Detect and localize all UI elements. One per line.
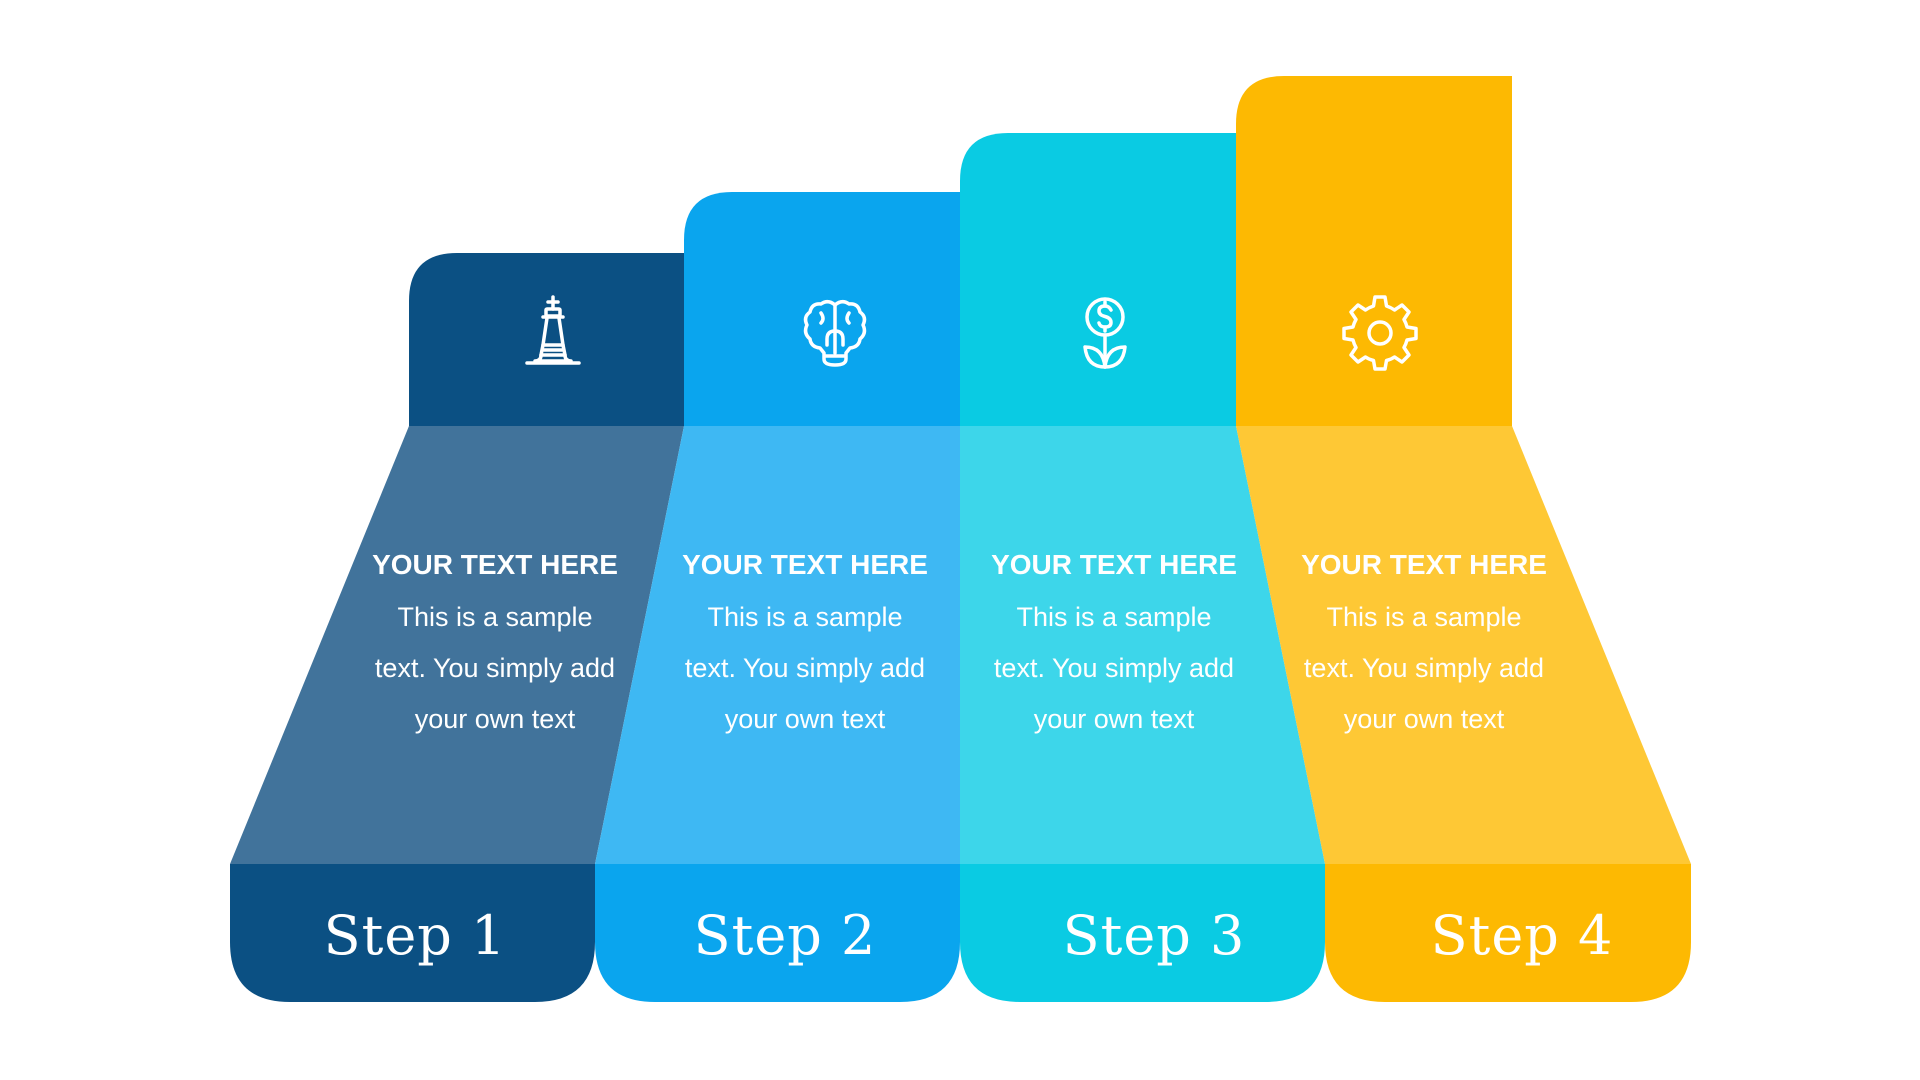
step-2-base [595,864,960,1002]
step-3-body-line: your own text [1033,704,1195,734]
step-1-top-tile [409,253,684,426]
step-2-heading: YOUR TEXT HERE [682,549,928,580]
step-1-panel [230,426,684,864]
step-1-body-line: text. You simply add [374,653,616,683]
step-1-label: Step 1 [323,904,507,967]
brain-bulb-icon [795,293,875,373]
step-1-heading: YOUR TEXT HERE [372,549,618,580]
step-4-panel [1236,426,1691,864]
step-2-body-line: your own text [724,704,886,734]
step-4-heading: YOUR TEXT HERE [1301,549,1547,580]
step-2-body-line: text. You simply add [684,653,926,683]
money-plant-icon [1065,293,1145,373]
step-1-body-line: This is a sample [397,602,593,632]
step-3-label: Step 3 [1062,904,1246,967]
step-2-panel [595,426,960,864]
step-1-body-line: your own text [414,704,576,734]
step-3-body-line: text. You simply add [993,653,1235,683]
step-4-body-line: your own text [1343,704,1505,734]
chess-king-icon [513,293,593,373]
step-3-base [960,864,1325,1002]
step-4-label: Step 4 [1430,904,1614,967]
step-4-body-line: This is a sample [1326,602,1522,632]
step-3-body-line: This is a sample [1016,602,1212,632]
step-4-top-tile [1236,76,1512,426]
step-4-body-line: text. You simply add [1303,653,1545,683]
step-2-body-line: This is a sample [707,602,903,632]
step-1-base [230,864,595,1002]
step-3-heading: YOUR TEXT HERE [991,549,1237,580]
step-2-label: Step 2 [693,904,877,967]
step-3-panel [960,426,1325,864]
step-4-base [1325,864,1691,1002]
step-2-top-tile [684,192,960,426]
gear-icon [1340,293,1420,373]
step-3-top-tile [960,133,1236,426]
